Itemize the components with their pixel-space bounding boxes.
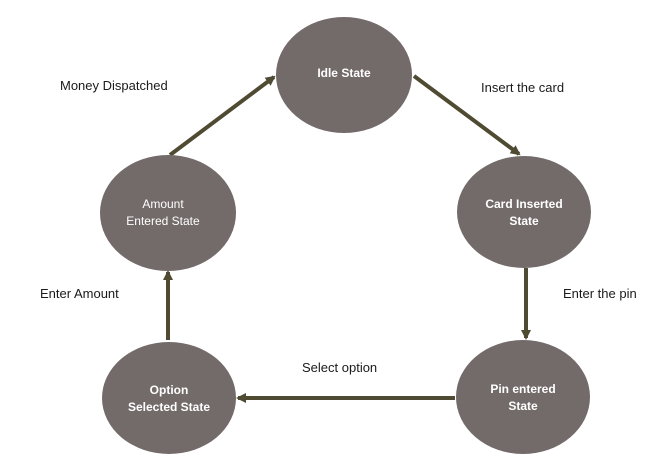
edge-idle-to-card-inserted xyxy=(412,74,521,156)
node-pin-entered-label-line1: Pin entered xyxy=(490,382,555,396)
node-pin-entered-shape xyxy=(456,340,590,454)
node-idle-label: Idle State xyxy=(317,66,371,80)
node-option-selected-label-line1: Option xyxy=(150,383,189,397)
node-amount-entered-label-line1: Amount xyxy=(142,197,184,211)
node-card-inserted-shape xyxy=(457,156,591,268)
label-enter-amount: Enter Amount xyxy=(40,286,119,301)
node-card-inserted-label-line2: State xyxy=(509,214,539,228)
node-amount-entered-label-line2: Entered State xyxy=(126,214,200,228)
label-enter-the-pin: Enter the pin xyxy=(563,286,637,301)
node-amount-entered-shape xyxy=(100,155,236,271)
node-pin-entered-state: Pin entered State xyxy=(456,340,590,454)
edge-amount-entered-to-idle xyxy=(168,75,276,157)
node-card-inserted-state: Card Inserted State xyxy=(457,156,591,268)
node-amount-entered-state: Amount Entered State xyxy=(100,155,236,271)
label-select-option: Select option xyxy=(302,360,377,375)
label-money-dispatched: Money Dispatched xyxy=(60,78,168,93)
node-option-selected-label-line2: Selected State xyxy=(128,400,210,414)
node-option-selected-state: Option Selected State xyxy=(102,342,236,454)
node-idle-state: Idle State xyxy=(276,17,412,133)
node-pin-entered-label-line2: State xyxy=(508,399,538,413)
node-idle-shape xyxy=(276,17,412,133)
node-card-inserted-label-line1: Card Inserted xyxy=(485,197,562,211)
node-option-selected-shape xyxy=(102,342,236,454)
label-insert-the-card: Insert the card xyxy=(481,80,564,95)
